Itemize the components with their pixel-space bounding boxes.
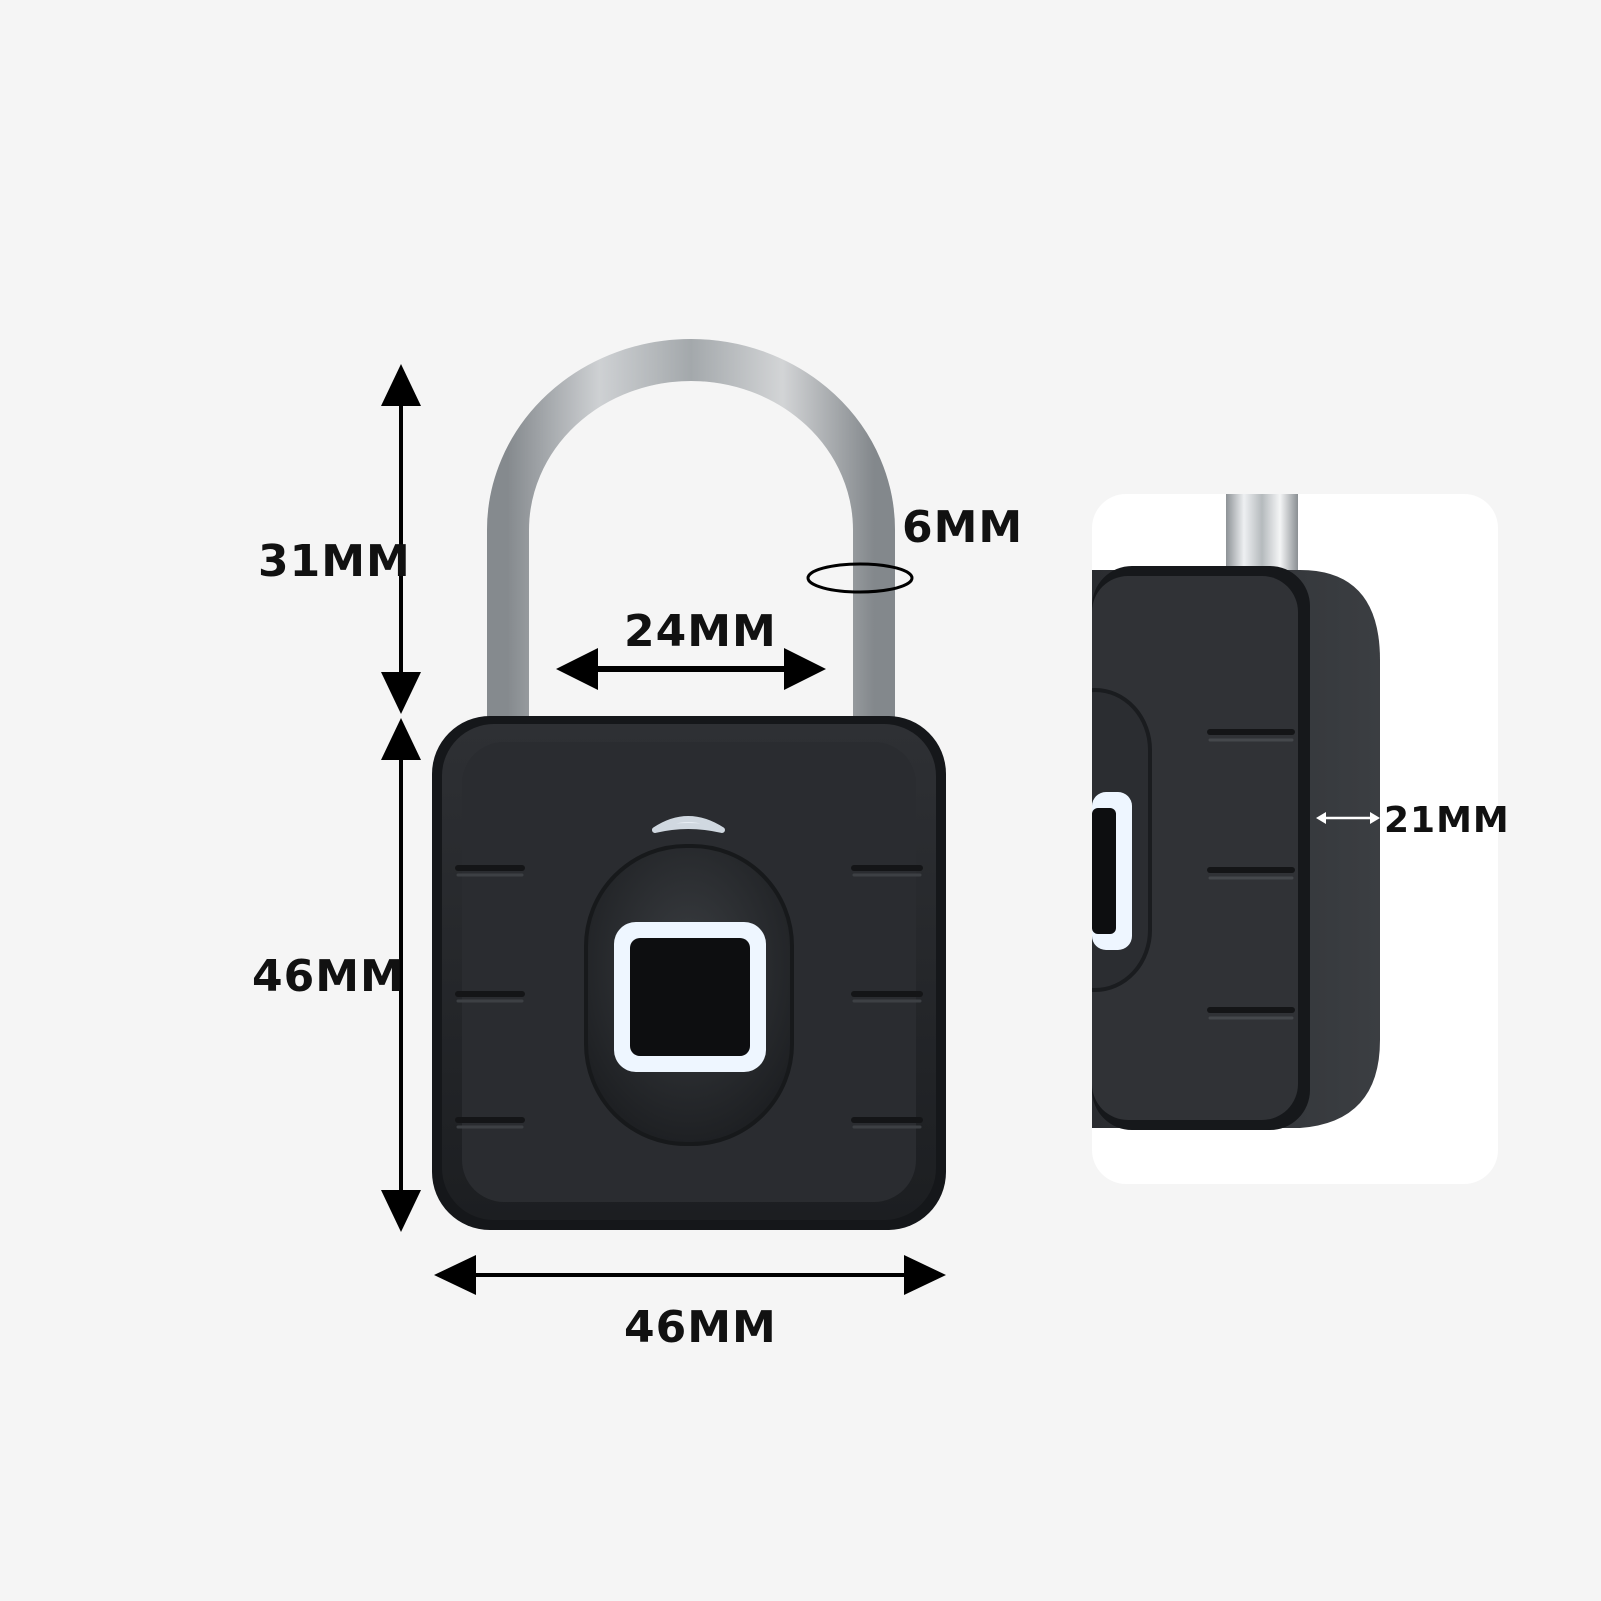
shackle-height-label: 31MM xyxy=(258,536,411,587)
body-width-label: 46MM xyxy=(624,1302,777,1353)
grip-grooves xyxy=(455,865,923,1123)
body-thickness-label: 21MM xyxy=(1384,800,1510,841)
led-indicator xyxy=(652,816,725,833)
shackle-diameter-label: 6MM xyxy=(902,502,1023,553)
side-view-inset: 21MM xyxy=(1092,494,1510,1184)
padlock-front-view xyxy=(432,339,946,1230)
thickness-arrow xyxy=(1316,812,1380,824)
body-height-label: 46MM xyxy=(252,951,405,1002)
dimension-arrows xyxy=(381,364,946,1295)
diameter-ring xyxy=(806,562,914,594)
shackle-width-label: 24MM xyxy=(624,606,777,657)
shackle xyxy=(487,339,895,720)
